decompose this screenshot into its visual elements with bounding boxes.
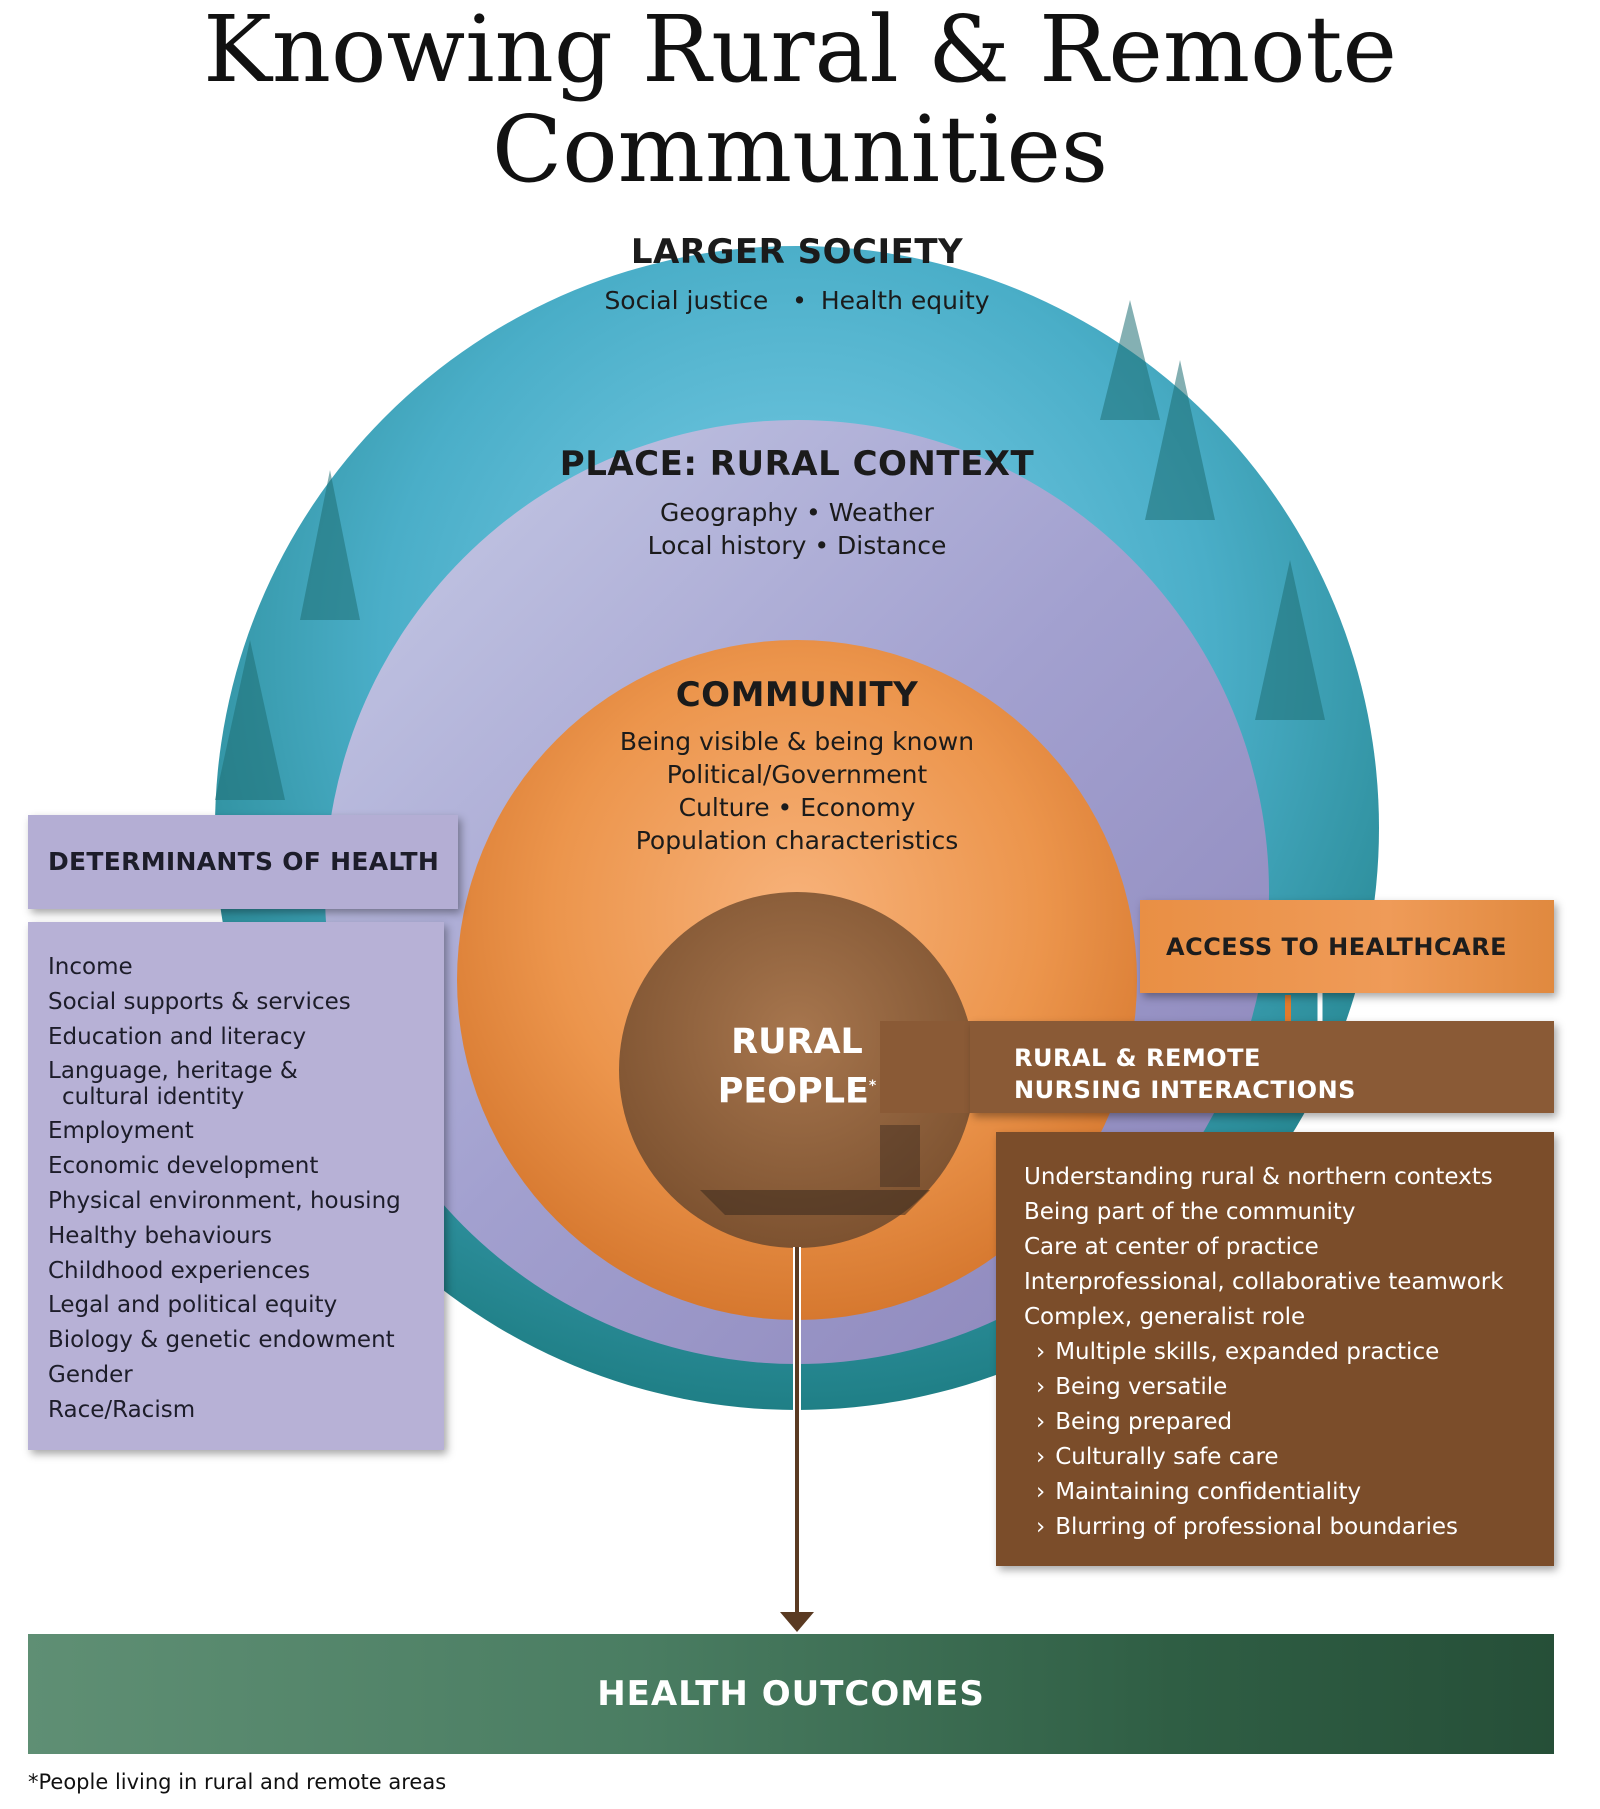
nursing-heading-line-2: NURSING INTERACTIONS [1014,1076,1356,1104]
determinant-item: Biology & genetic endowment [48,1327,395,1354]
nursing-list: Understanding rural & northern contexts … [996,1132,1554,1566]
determinant-item-continued: cultural identity [62,1084,245,1111]
community-line-1: Being visible & being known [619,727,975,756]
page-title: Knowing Rural & Remote Communities [203,0,1397,203]
determinant-item: Social supports & services [48,988,351,1015]
determinant-item: Language, heritage & [48,1058,298,1085]
footnote: *People living in rural and remote areas [28,1770,447,1794]
health-outcomes-label: HEALTH OUTCOMES [597,1674,985,1714]
larger-society-block: LARGER SOCIETY Social justice • Health e… [500,232,1094,317]
nursing-sub-item: Multiple skills, expanded practice [1024,1335,1554,1370]
access-to-healthcare-panel: ACCESS TO HEALTHCARE [1140,900,1554,993]
place-line-1: Geography • Weather [660,498,934,527]
nursing-sub-item: Being prepared [1024,1405,1554,1440]
rural-people-line-2: PEOPLE* [700,1064,894,1114]
community-block: COMMUNITY Being visible & being known Po… [540,675,1054,857]
community-line-2: Political/Government [666,760,928,789]
place-block: PLACE: RURAL CONTEXT Geography • Weather… [500,444,1094,562]
nursing-heading-panel: RURAL & REMOTE NURSING INTERACTIONS [970,1021,1554,1113]
rural-people-marker: * [868,1078,877,1094]
determinants-heading: DETERMINANTS OF HEALTH [48,847,440,876]
determinant-item: Income [48,954,133,980]
determinant-item: Race/Racism [48,1396,196,1423]
determinants-list: Income Social supports & services Educat… [28,922,444,1450]
nursing-item: Complex, generalist role [1024,1304,1306,1330]
larger-society-item-2: Health equity [820,286,990,315]
determinant-item: Childhood experiences [48,1257,311,1284]
nursing-sub-item: Culturally safe care [1024,1440,1554,1475]
rural-people-circle [619,892,975,1248]
people-to-nursing-connector [880,1021,980,1113]
place-heading: PLACE: RURAL CONTEXT [559,444,1035,484]
rural-people-label: RURAL PEOPLE* [700,1020,894,1114]
larger-society-items: Social justice • Health equity [500,284,1094,317]
determinant-item: Employment [48,1118,194,1145]
determinant-item: Healthy behaviours [48,1222,272,1249]
boat-cabin [880,1125,920,1187]
community-heading: COMMUNITY [675,675,919,715]
place-line-2: Local history • Distance [647,531,947,560]
access-label: ACCESS TO HEALTHCARE [1166,933,1508,961]
larger-society-separator: • [792,286,807,315]
rural-people-word: PEOPLE [717,1071,869,1112]
nursing-heading-line-1: RURAL & REMOTE [1014,1044,1261,1072]
determinant-item: Education and literacy [48,1023,307,1050]
determinant-item: Economic development [48,1153,319,1180]
nursing-sub-item: Blurring of professional boundaries [1024,1510,1554,1545]
nursing-item: Understanding rural & northern contexts [1024,1164,1493,1190]
nursing-sub-item: Being versatile [1024,1370,1554,1405]
tree-silhouettes [215,300,1325,800]
nursing-item: Interprofessional, collaborative teamwor… [1024,1269,1504,1295]
rural-people-line-1: RURAL [731,1022,863,1062]
health-outcomes-bar: HEALTH OUTCOMES [28,1634,1554,1754]
larger-society-heading: LARGER SOCIETY [630,232,964,272]
determinant-item: Physical environment, housing [48,1187,401,1214]
determinants-heading-panel: DETERMINANTS OF HEALTH [28,815,458,909]
determinant-item: Legal and political equity [48,1292,338,1319]
boat-silhouette [700,1190,930,1215]
outcomes-arrow-head [780,1612,814,1632]
community-line-3: Culture • Economy [678,793,916,822]
community-line-4: Population characteristics [635,826,959,855]
nursing-sub-item: Maintaining confidentiality [1024,1475,1554,1510]
nursing-item: Being part of the community [1024,1199,1356,1225]
nursing-item: Care at center of practice [1024,1234,1319,1260]
determinant-item: Gender [48,1361,133,1388]
larger-society-item-1: Social justice [604,286,769,315]
